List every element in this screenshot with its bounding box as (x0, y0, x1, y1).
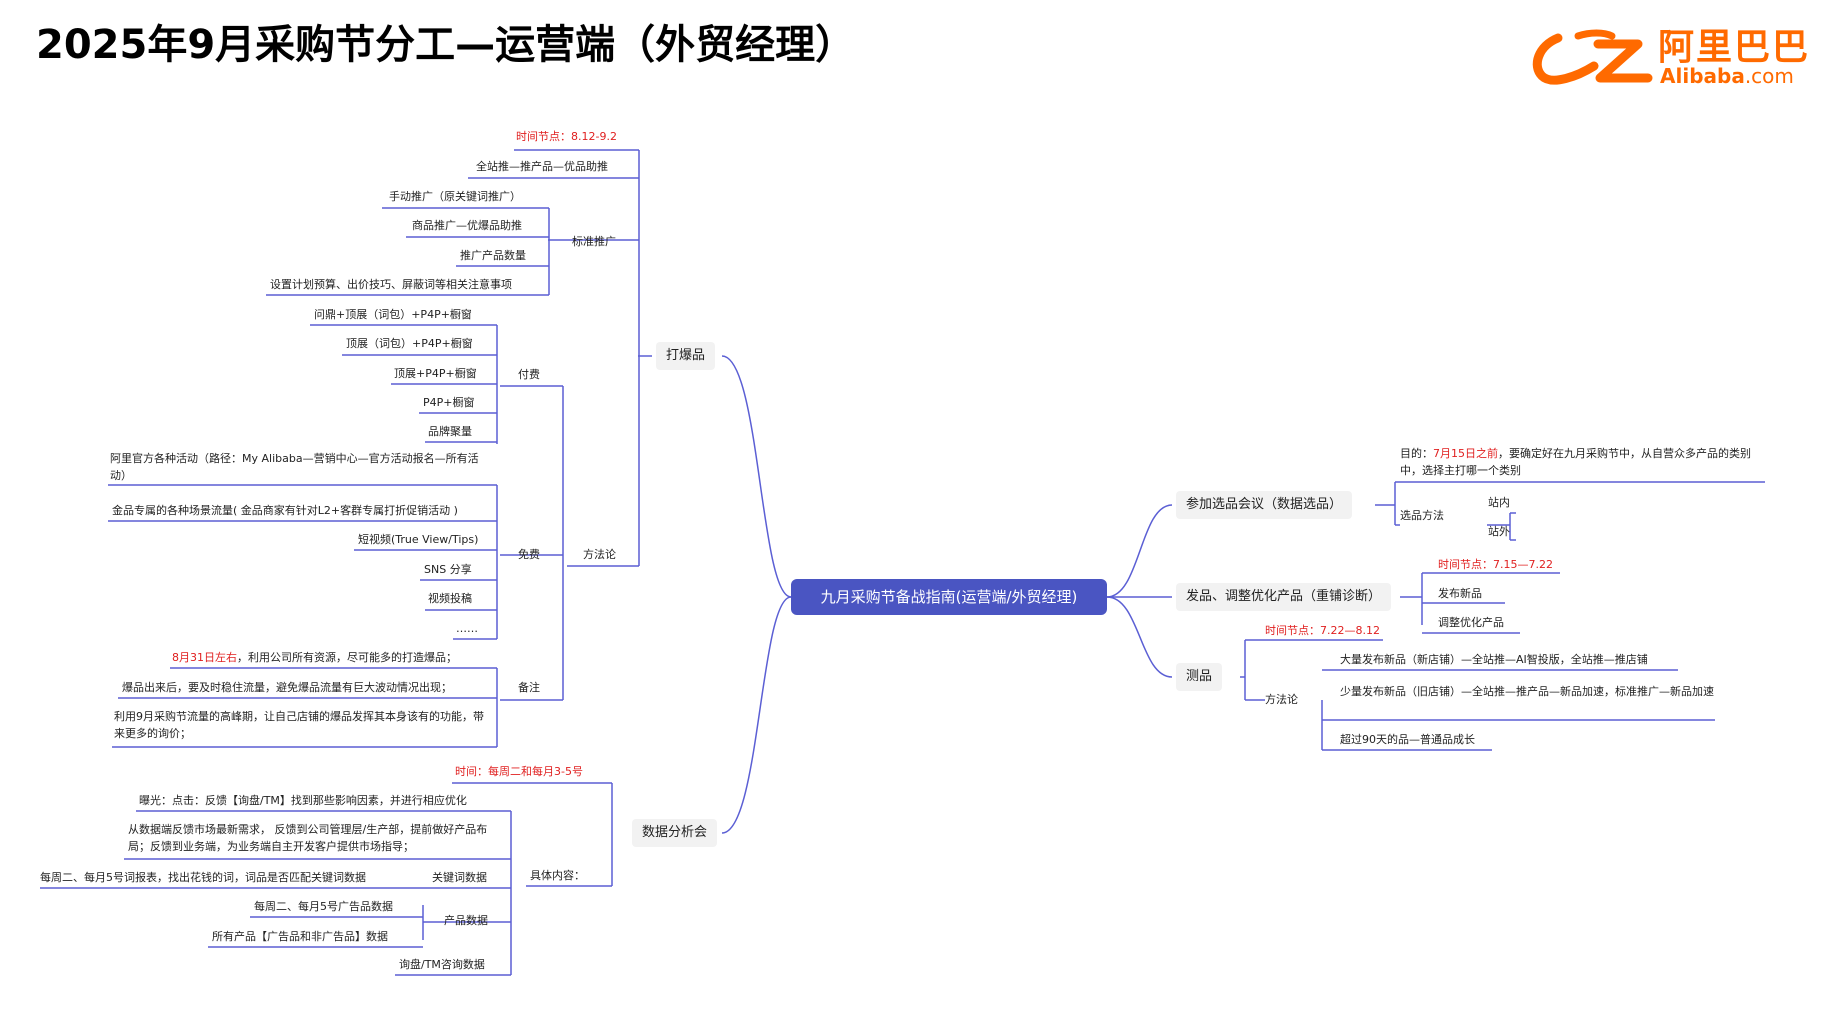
paid-label[interactable]: 付费 (518, 368, 540, 381)
standard-item-2[interactable]: 商品推广—优爆品助推 (412, 219, 522, 232)
hub-selection-meeting[interactable]: 参加选品会议（数据选品） (1176, 491, 1353, 519)
link-root-hot (721, 355, 792, 598)
logo-en-text: Alibaba.com (1660, 64, 1794, 88)
free-label[interactable]: 免费 (518, 548, 540, 561)
methodology-label[interactable]: 方法论 (583, 548, 616, 561)
free-item-3[interactable]: 短视频(True View/Tips) (358, 533, 479, 546)
link-root-meeting (1106, 504, 1173, 598)
paid-item-3[interactable]: 顶展+P4P+橱窗 (394, 367, 477, 380)
selection-method-label[interactable]: 选品方法 (1400, 509, 1444, 522)
paid-item-1[interactable]: 问鼎+顶展（词包）+P4P+橱窗 (314, 308, 472, 321)
free-item-2[interactable]: 金品专属的各种场景流量( 金品商家有针对L2+客群专属打折促销活动 ) (112, 504, 458, 517)
analysis-time: 时间：每周二和每月3-5号 (455, 765, 583, 778)
paid-item-5[interactable]: 品牌聚量 (428, 425, 472, 438)
paid-item-2[interactable]: 顶展（词包）+P4P+橱窗 (346, 337, 473, 350)
selection-off-site[interactable]: 站外 (1488, 525, 1510, 538)
alibaba-logo: 阿里巴巴 Alibaba.com (1528, 18, 1818, 94)
free-item-1[interactable]: 阿里官方各种活动（路径：My Alibaba—营销中心—官方活动报名—所有活动） (110, 452, 479, 482)
free-item-5[interactable]: 视频投稿 (428, 592, 472, 605)
note-item-3[interactable]: 利用9月采购节流量的高峰期，让自己店铺的爆品发挥其本身该有的功能，带来更多的询价… (114, 710, 484, 740)
standard-item-1[interactable]: 手动推广（原关键词推广） (389, 190, 521, 203)
selection-in-site[interactable]: 站内 (1488, 496, 1510, 509)
standard-item-4[interactable]: 设置计划预算、出价技巧、屏蔽词等相关注意事项 (270, 278, 512, 291)
analysis-detail-label[interactable]: 具体内容： (530, 869, 585, 882)
root-node[interactable]: 九月采购节备战指南(运营端/外贸经理) (791, 579, 1107, 615)
paid-item-4[interactable]: P4P+橱窗 (423, 396, 475, 409)
alibaba-logo-icon (1532, 29, 1653, 85)
test-method-label[interactable]: 方法论 (1265, 693, 1298, 706)
test-item-3[interactable]: 超过90天的品—普通品成长 (1340, 733, 1475, 746)
hub-release-products[interactable]: 发品、调整优化产品（重铺诊断） (1176, 583, 1392, 611)
free-item-6[interactable]: …… (456, 622, 478, 635)
test-time: 时间节点：7.22—8.12 (1265, 624, 1380, 637)
product-data-item-2[interactable]: 所有产品【广告品和非广告品】数据 (212, 930, 388, 943)
logo-cn-text: 阿里巴巴 (1658, 27, 1811, 68)
hot-time-node: 时间节点：8.12-9.2 (516, 130, 617, 143)
release-item-optimize[interactable]: 调整优化产品 (1438, 616, 1504, 629)
hub-data-analysis[interactable]: 数据分析会 (632, 819, 718, 847)
note-item-1[interactable]: 8月31日左右，利用公司所有资源，尽可能多的打造爆品； (172, 651, 457, 664)
analysis-feedback[interactable]: 从数据端反馈市场最新需求， 反馈到公司管理层/生产部，提前做好产品布局；反馈到业… (128, 823, 488, 853)
meeting-goal[interactable]: 目的：7月15日之前，要确定好在九月采购节中，从自营众多产品的类别中，选择主打哪… (1400, 447, 1751, 477)
standard-item-3[interactable]: 推广产品数量 (460, 249, 526, 262)
free-item-4[interactable]: SNS 分享 (424, 563, 472, 576)
hot-site-push[interactable]: 全站推—推产品—优品助推 (476, 160, 608, 173)
link-root-test (1106, 596, 1173, 678)
keyword-data-label[interactable]: 关键词数据 (432, 871, 487, 884)
test-item-2[interactable]: 少量发布新品（旧店铺）—全站推—推产品—新品加速，标准推广—新品加速 (1340, 685, 1714, 698)
page-title: 2025年9月采购节分工—运营端（外贸经理） (36, 22, 856, 68)
hub-hot-product[interactable]: 打爆品 (656, 342, 716, 370)
note-item-2[interactable]: 爆品出来后，要及时稳住流量，避免爆品流量有巨大波动情况出现； (122, 681, 452, 694)
analysis-exposure[interactable]: 曝光：点击：反馈【询盘/TM】找到那些影响因素，并进行相应优化 (139, 794, 467, 807)
release-time: 时间节点：7.15—7.22 (1438, 558, 1553, 571)
test-item-1[interactable]: 大量发布新品（新店铺）—全站推—AI智投版，全站推—推店铺 (1340, 653, 1648, 666)
keyword-data-item[interactable]: 每周二、每月5号词报表，找出花钱的词，词品是否匹配关键词数据 (40, 871, 366, 884)
notes-label[interactable]: 备注 (518, 681, 540, 694)
product-data-label[interactable]: 产品数据 (444, 914, 488, 927)
hub-test-products[interactable]: 测品 (1176, 663, 1223, 691)
link-root-analysis (721, 596, 792, 834)
release-item-new[interactable]: 发布新品 (1438, 587, 1482, 600)
product-data-item-1[interactable]: 每周二、每月5号广告品数据 (254, 900, 393, 913)
inquiry-data[interactable]: 询盘/TM咨询数据 (399, 958, 485, 971)
standard-promo-label[interactable]: 标准推广 (572, 235, 616, 248)
